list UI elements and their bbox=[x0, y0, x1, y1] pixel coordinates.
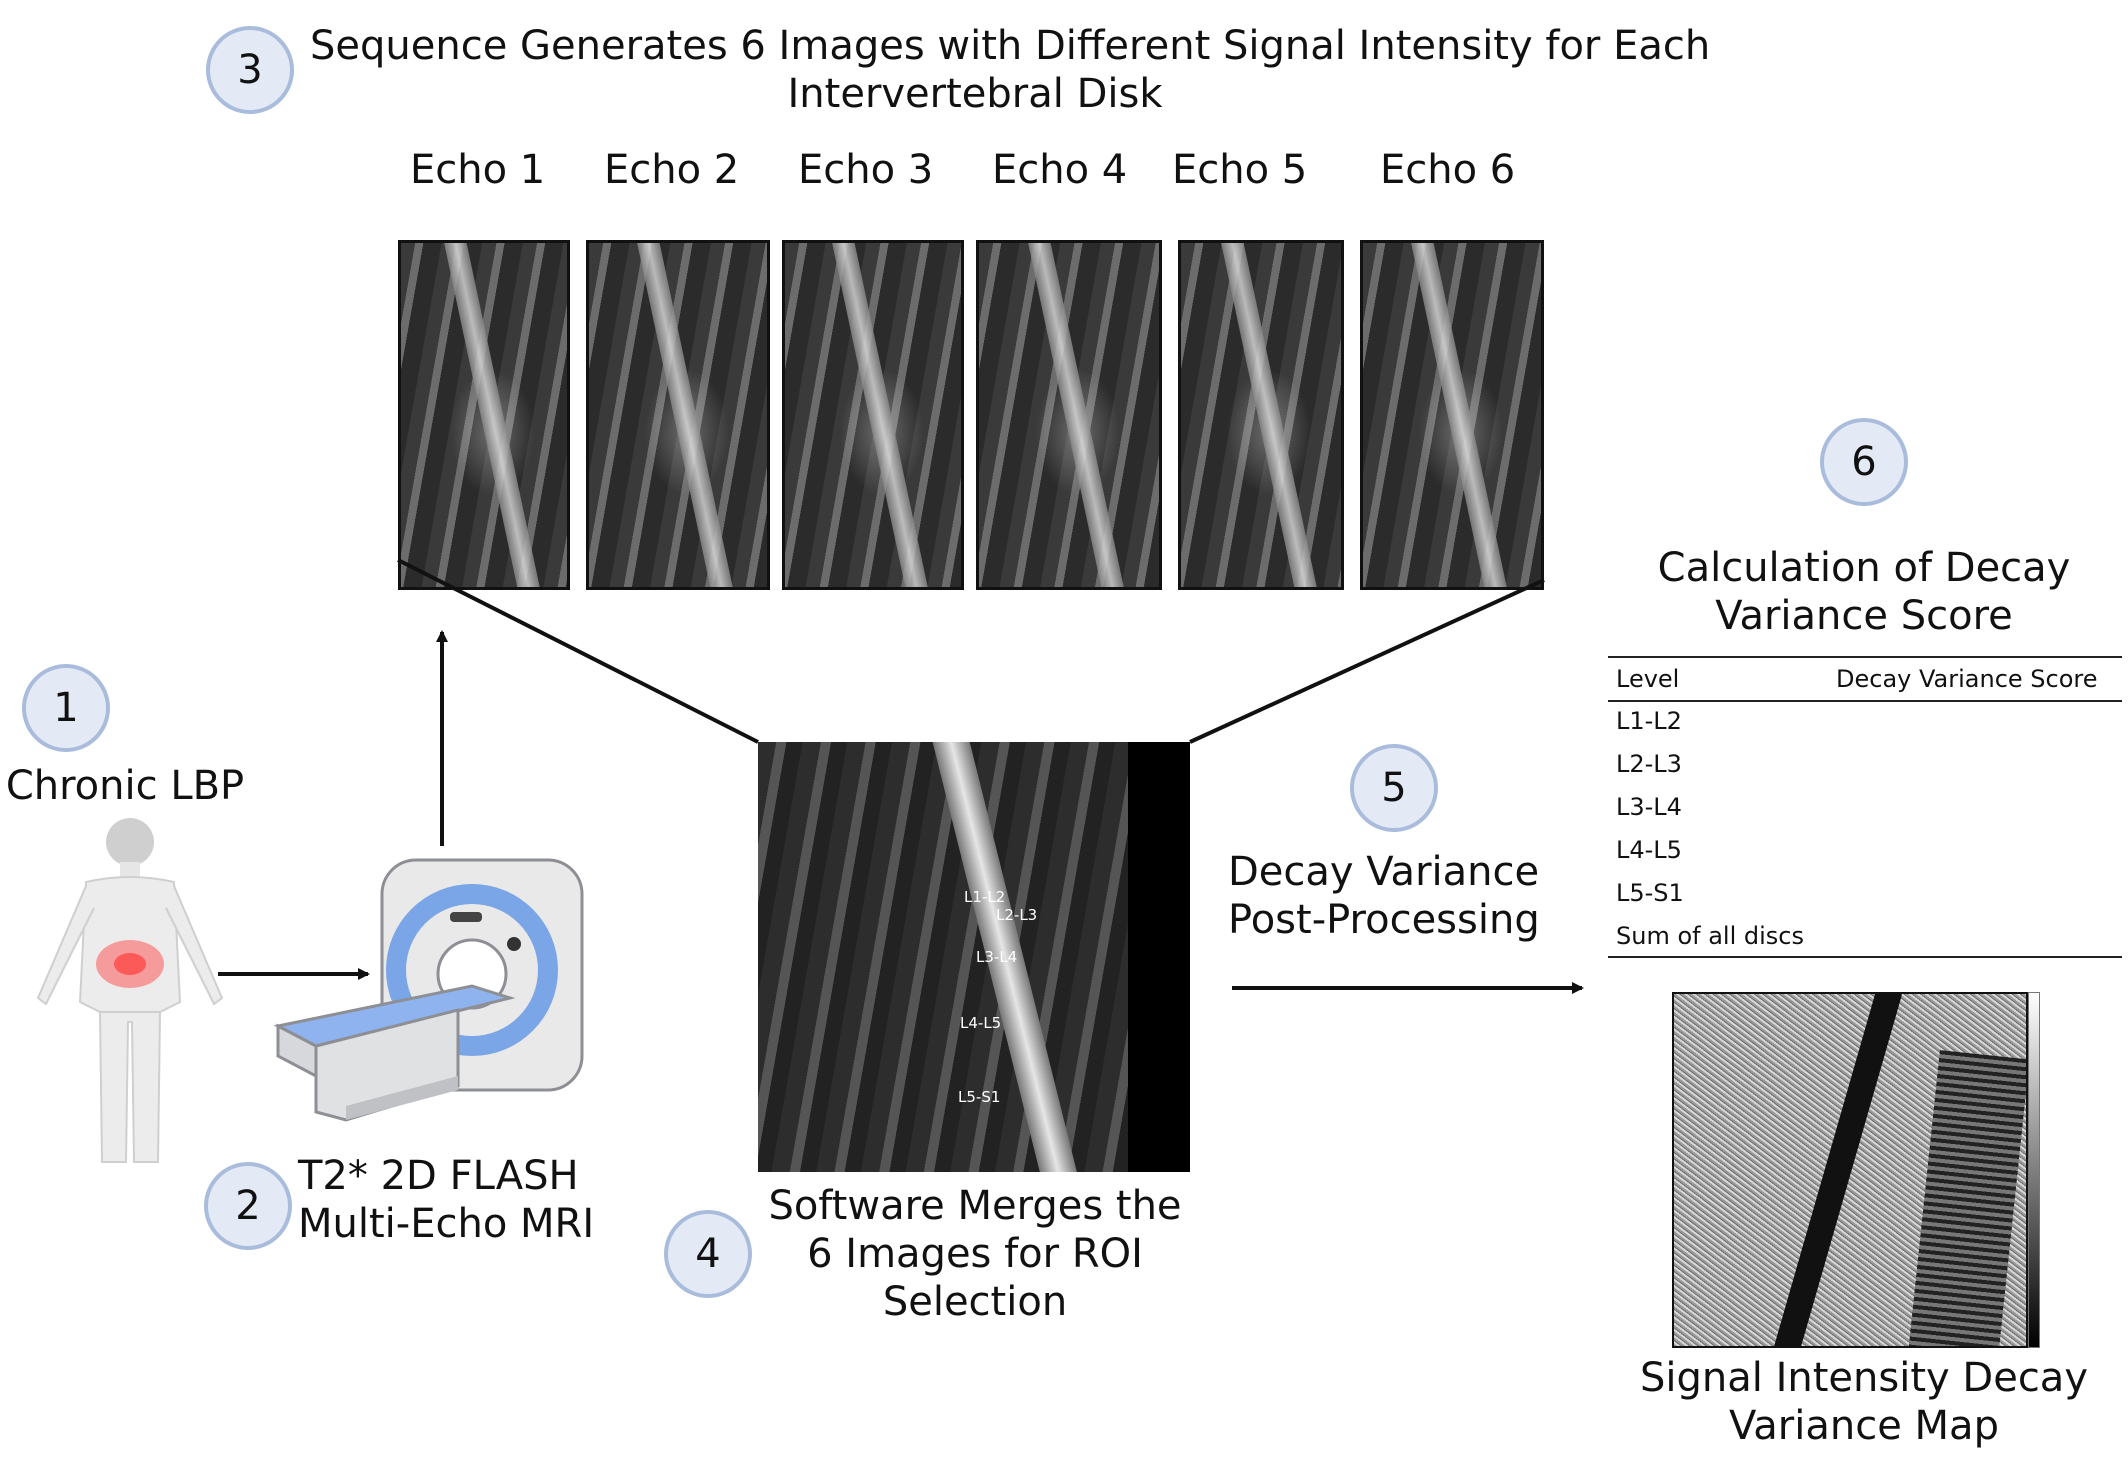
table-bottom-rule bbox=[1608, 956, 2122, 958]
table-header-score: Decay Variance Score bbox=[1836, 665, 2098, 693]
map-caption-line1: Signal Intensity Decay bbox=[1640, 1355, 2088, 1401]
table-row-3: L3-L4 bbox=[1616, 793, 1682, 821]
step-2-label-line1: T2* 2D FLASH bbox=[298, 1153, 579, 1199]
echo-image-3 bbox=[782, 240, 964, 590]
step-4-badge: 4 bbox=[664, 1210, 752, 1298]
echo-image-6 bbox=[1360, 240, 1544, 590]
roi-label-5: L5-S1 bbox=[958, 1088, 1001, 1106]
step-4-label-line1: Software Merges the bbox=[768, 1183, 1182, 1229]
table-header-level: Level bbox=[1616, 665, 1680, 693]
mri-scanner-icon bbox=[273, 858, 584, 1122]
echo-image-5 bbox=[1178, 240, 1344, 590]
step-6-badge: 6 bbox=[1820, 418, 1908, 506]
echo-image-4 bbox=[976, 240, 1162, 590]
step-5-badge: 5 bbox=[1350, 744, 1438, 832]
fan-line-left bbox=[397, 558, 759, 744]
roi-label-2: L2-L3 bbox=[996, 906, 1038, 924]
merged-roi-image: L1-L2 L2-L3 L3-L4 L4-L5 L5-S1 bbox=[758, 742, 1190, 1172]
decay-variance-map bbox=[1672, 992, 2028, 1348]
step-4-label-line2: 6 Images for ROI bbox=[807, 1231, 1143, 1277]
table-row-2: L2-L3 bbox=[1616, 750, 1682, 778]
echo-image-1 bbox=[398, 240, 570, 590]
human-figure-icon bbox=[36, 818, 224, 1163]
table-row-5: L5-S1 bbox=[1616, 879, 1684, 907]
step-3-title-line2: Intervertebral Disk bbox=[787, 71, 1163, 117]
roi-label-1: L1-L2 bbox=[964, 888, 1006, 906]
step-6-title-line2: Variance Score bbox=[1715, 593, 2013, 639]
echo-label-3: Echo 3 bbox=[798, 147, 934, 193]
echo-label-6: Echo 6 bbox=[1380, 147, 1516, 193]
table-row-sum: Sum of all discs bbox=[1616, 922, 1804, 950]
map-caption-line2: Variance Map bbox=[1729, 1403, 1999, 1449]
colorbar bbox=[2028, 992, 2040, 1348]
table-header-rule bbox=[1608, 700, 2122, 702]
step-3-badge: 3 bbox=[206, 26, 294, 114]
echo-label-2: Echo 2 bbox=[604, 147, 740, 193]
step-1-label: Chronic LBP bbox=[5, 763, 245, 809]
roi-label-3: L3-L4 bbox=[976, 948, 1018, 966]
step-5-label-line2: Post-Processing bbox=[1228, 897, 1540, 943]
table-row-1: L1-L2 bbox=[1616, 707, 1682, 735]
roi-label-4: L4-L5 bbox=[960, 1014, 1002, 1032]
step-6-title-line1: Calculation of Decay bbox=[1657, 545, 2071, 591]
table-top-rule bbox=[1608, 656, 2122, 658]
step-4-label-line3: Selection bbox=[882, 1279, 1068, 1325]
step-5-label-line1: Decay Variance bbox=[1228, 849, 1540, 895]
step-2-label-line2: Multi-Echo MRI bbox=[298, 1201, 595, 1247]
step-3-title-line1: Sequence Generates 6 Images with Differe… bbox=[310, 23, 1711, 69]
echo-label-5: Echo 5 bbox=[1172, 147, 1308, 193]
step-1-badge: 1 bbox=[22, 664, 110, 752]
step-2-badge: 2 bbox=[204, 1162, 292, 1250]
echo-label-1: Echo 1 bbox=[410, 147, 546, 193]
table-row-4: L4-L5 bbox=[1616, 836, 1682, 864]
echo-label-4: Echo 4 bbox=[992, 147, 1128, 193]
fan-line-right bbox=[1189, 578, 1545, 744]
echo-image-2 bbox=[586, 240, 770, 590]
